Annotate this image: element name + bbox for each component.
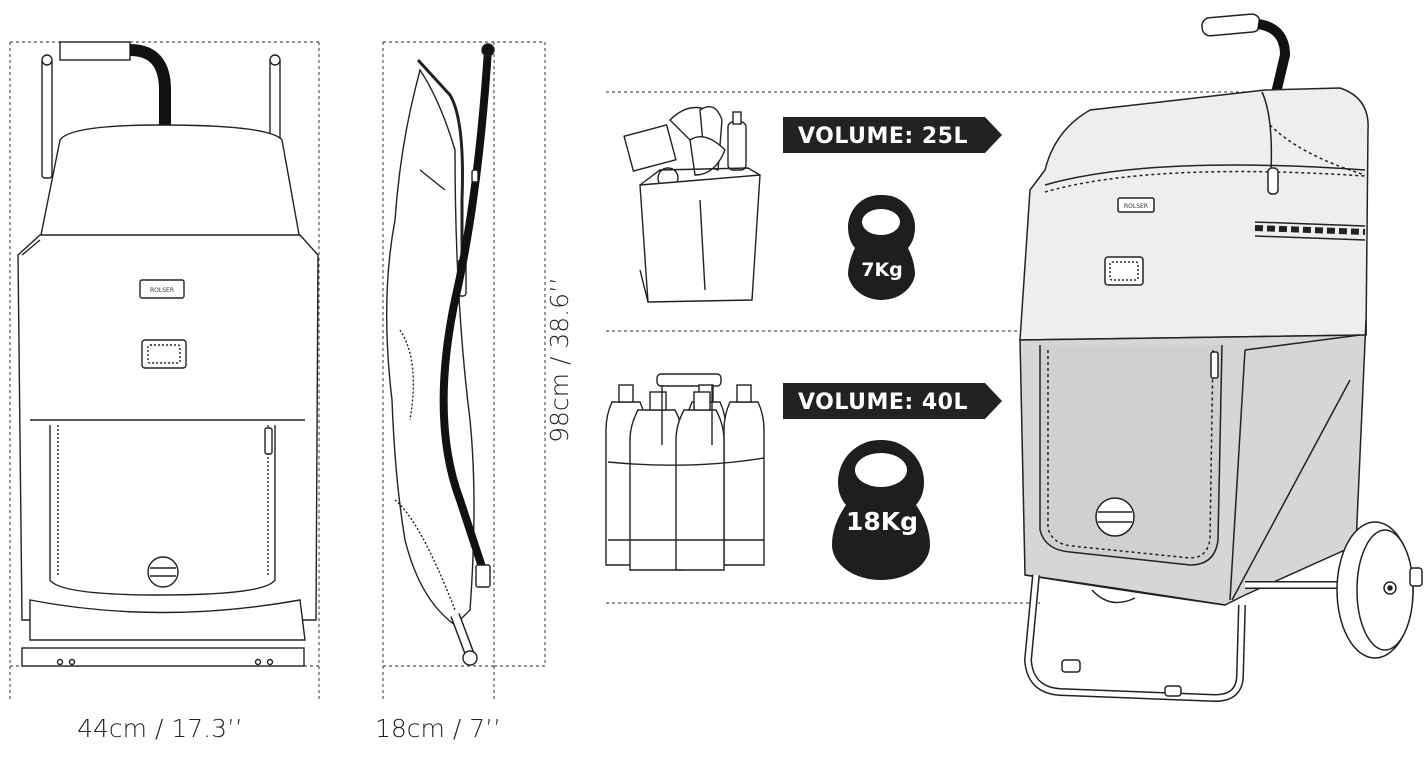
volume-tag-40l: VOLUME: 40L [783, 383, 1002, 419]
depth-dimension-label: 18cm / 7’’ [375, 714, 501, 743]
kettlebell-18kg-icon: 18Kg [832, 440, 930, 580]
volume-label-40l: VOLUME: 40L [798, 390, 968, 415]
water-bottles-icon [605, 373, 765, 571]
kettlebell-7kg-icon: 7Kg [848, 195, 915, 301]
dimension-guides [9, 41, 1265, 700]
volume-tag-25l: VOLUME: 25L [783, 117, 1002, 153]
weight-label-7kg: 7Kg [861, 259, 903, 281]
grocery-bag-icon [623, 106, 761, 303]
perspective-trolley: ROLSER [1019, 13, 1423, 703]
volume-label-25l: VOLUME: 25L [798, 124, 968, 149]
weight-label-18kg: 18Kg [846, 507, 918, 536]
front-brand-label: ROLSER [150, 287, 174, 294]
width-dimension-label: 44cm / 17.3’’ [77, 714, 243, 743]
bottle-front-row [629, 391, 725, 571]
height-dimension-label: 98cm / 38.6’’ [545, 277, 574, 443]
side-view-trolley [385, 43, 495, 666]
front-view-trolley: ROLSER [17, 41, 319, 667]
perspective-brand-label: ROLSER [1124, 203, 1148, 210]
